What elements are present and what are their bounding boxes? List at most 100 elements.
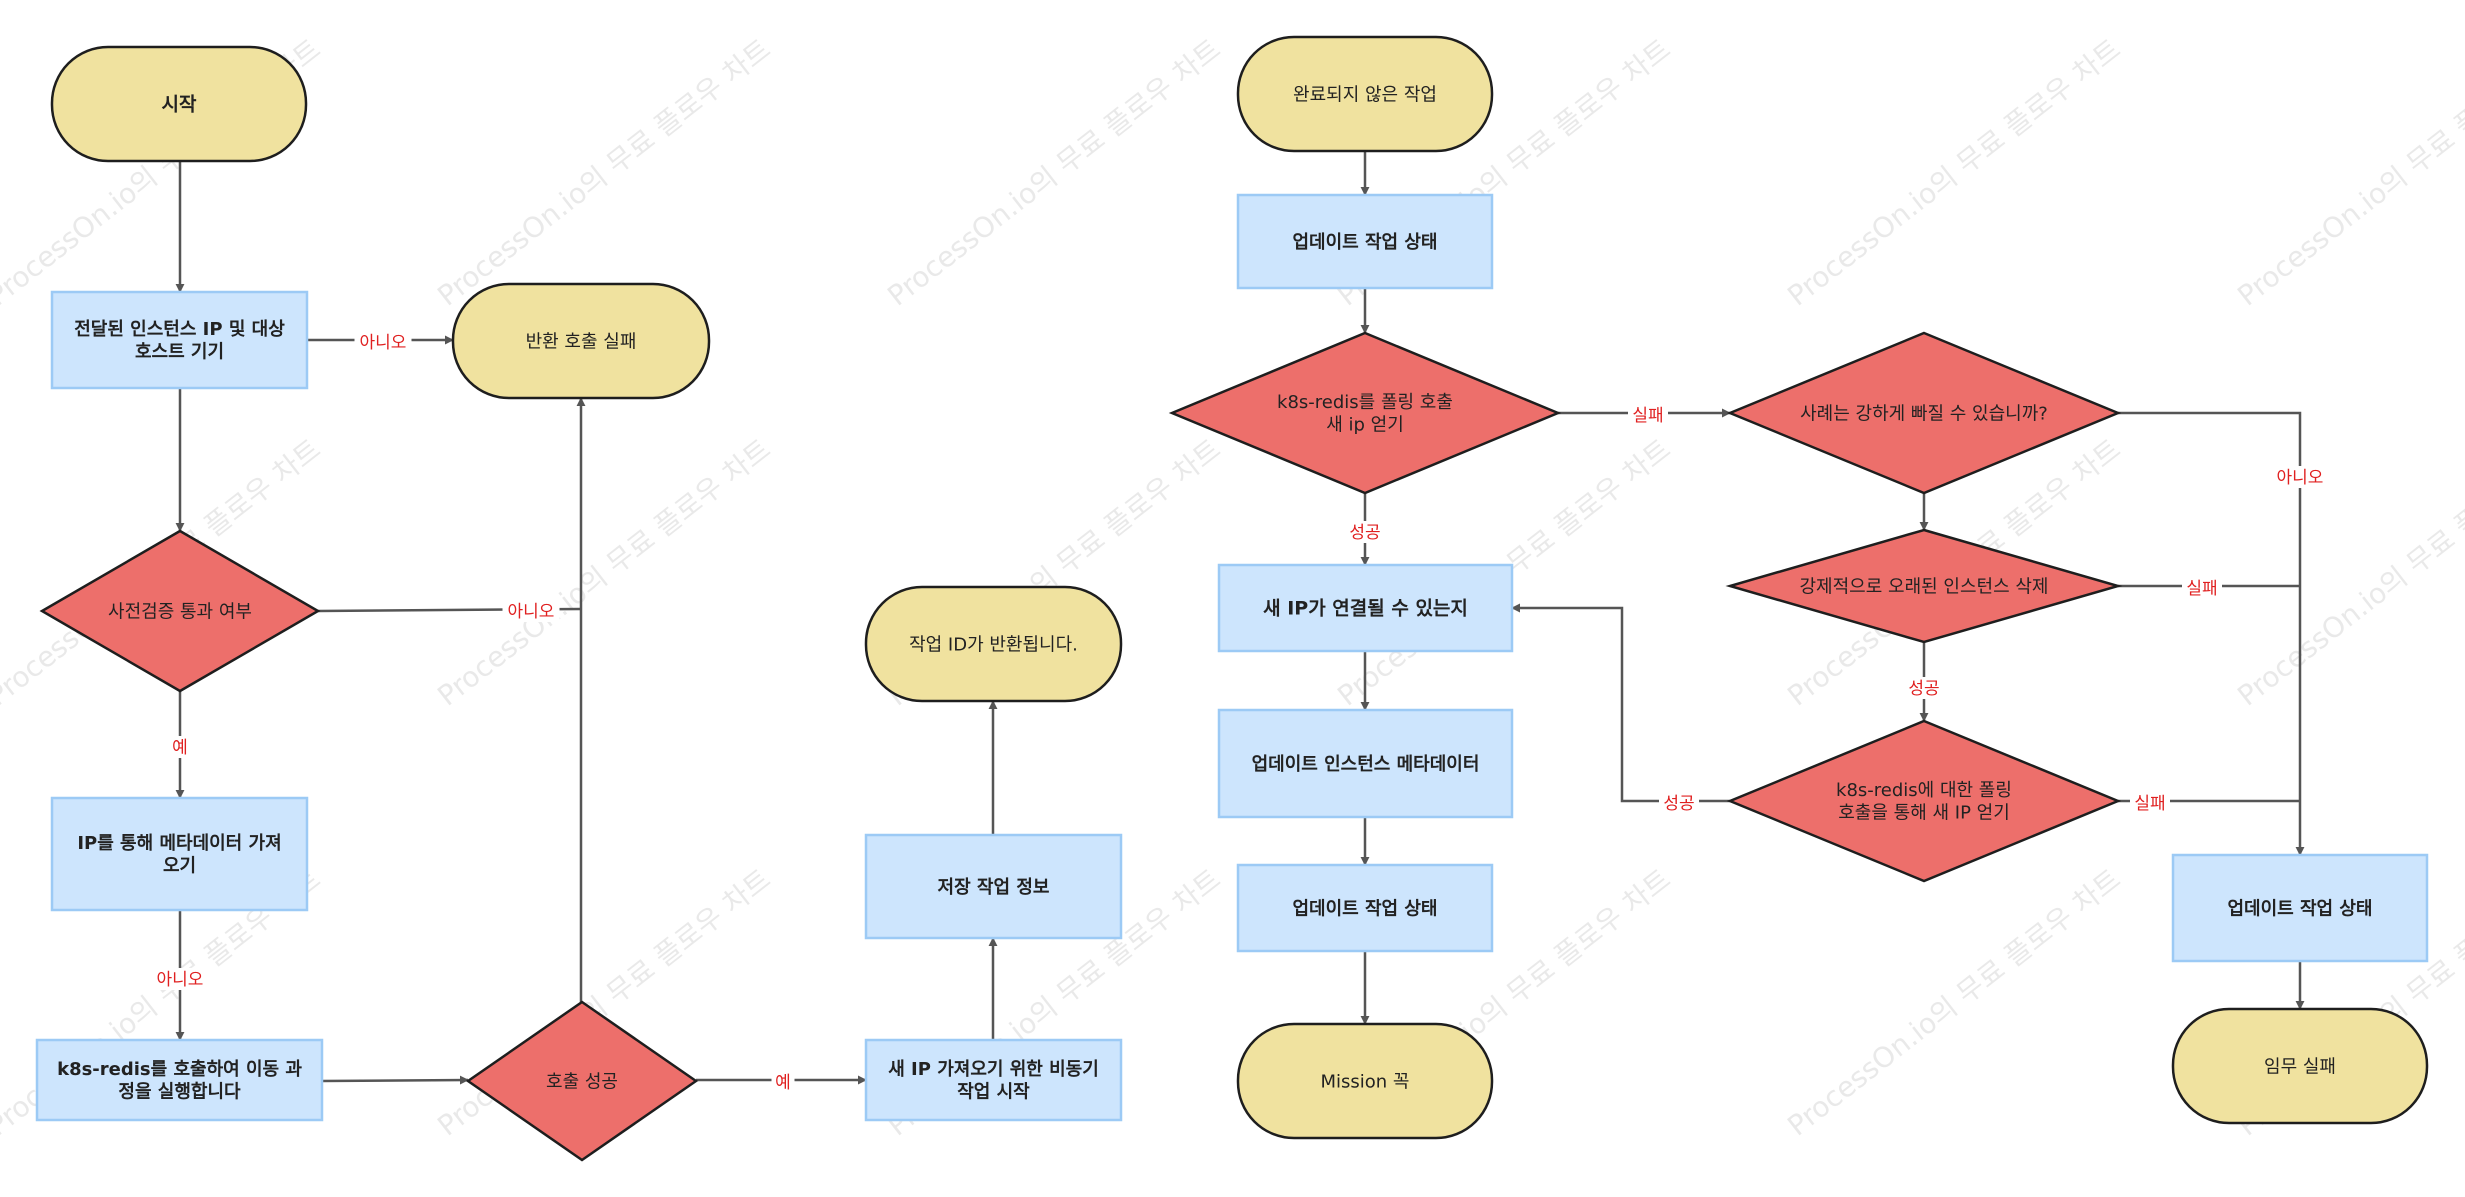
node-return-fail: 반환 호출 실패 <box>451 282 711 400</box>
node-label: 완료되지 않은 작업 <box>1293 84 1437 105</box>
edge-label-metadata-no: 아니오 <box>151 968 209 990</box>
process-shape <box>1236 193 1494 290</box>
edge-label-poll-again-success: 성공 <box>1659 792 1699 814</box>
node-label: IP를 통해 메타데이터 가져 <box>77 833 281 854</box>
watermark-text: ProcessOn.io의 무료 플로우 차트 <box>2231 432 2465 712</box>
node-call-success: 호출 성공 <box>465 1000 699 1162</box>
edge-label-text: 예 <box>775 1073 791 1093</box>
edge-label-bg <box>771 1071 795 1093</box>
edge-label-poll-success: 성공 <box>1345 521 1385 543</box>
edge-label-poll-fail: 실패 <box>1628 404 1668 426</box>
edge-label-bg <box>2271 466 2329 488</box>
node-label: 반환 호출 실패 <box>526 331 637 352</box>
watermark-text: ProcessOn.io의 무료 플로우 차트 <box>1781 32 2126 312</box>
node-precheck: 사전검증 통과 여부 <box>39 529 321 693</box>
node-label: 호출을 통해 새 IP 얻기 <box>1838 803 2010 824</box>
watermark-text: ProcessOn.io의 무료 플로우 차트 <box>431 432 776 712</box>
node-label: 새 IP 가져오기 위한 비동기 <box>888 1059 1099 1080</box>
node-label: Mission 꼭 <box>1321 1071 1410 1092</box>
node-save-task: 저장 작업 정보 <box>864 833 1123 940</box>
edge-label-bg <box>2182 577 2222 599</box>
edge-label-text: 실패 <box>2134 794 2165 814</box>
node-label: 정을 실행합니다 <box>118 1081 241 1103</box>
edge-label-text: 성공 <box>1349 523 1380 543</box>
watermark-text: ProcessOn.io의 무료 플로우 차트 <box>2231 32 2465 312</box>
decision-shape <box>465 1000 699 1162</box>
edge-label-force-delete-success: 성공 <box>1904 677 1944 699</box>
edge-label-force-delete-fail: 실패 <box>2182 577 2222 599</box>
connector-line <box>1511 603 1730 803</box>
node-label: 호출 성공 <box>546 1071 618 1092</box>
node-unfinished: 완료되지 않은 작업 <box>1236 35 1494 153</box>
node-force-exit: 사례는 강하게 빠질 수 있습니까? <box>1726 331 2122 495</box>
edge-label-bg <box>502 600 560 622</box>
node-update-status-1: 업데이트 작업 상태 <box>1236 193 1494 290</box>
decision-shape <box>39 529 321 693</box>
edge-label-bg <box>1659 792 1699 814</box>
node-label: 전달된 인스턴스 IP 및 대상 <box>74 319 285 340</box>
node-force-delete: 강제적으로 오래된 인스턴스 삭제 <box>1725 528 2123 644</box>
terminal-shape <box>50 45 308 163</box>
edge-label-text: 아니오 <box>2277 468 2324 488</box>
node-label: 강제적으로 오래된 인스턴스 삭제 <box>1799 576 2048 597</box>
edge-label-bg <box>151 968 209 990</box>
process-shape <box>864 833 1123 940</box>
watermark-text: ProcessOn.io의 무료 플로우 차트 <box>1781 862 2126 1142</box>
node-update-metadata: 업데이트 인스턴스 메타데이터 <box>1217 708 1514 819</box>
edge-label-text: 실패 <box>2186 579 2217 599</box>
node-task-id-returned: 작업 ID가 반환됩니다. <box>864 585 1123 703</box>
process-shape <box>1236 863 1494 953</box>
node-label: 새 IP가 연결될 수 있는지 <box>1263 598 1468 620</box>
process-shape <box>864 1038 1123 1122</box>
edge-label-host-no: 아니오 <box>354 331 412 353</box>
edge-label-bg <box>1345 521 1385 543</box>
process-shape <box>50 796 309 912</box>
node-can-connect: 새 IP가 연결될 수 있는지 <box>1217 563 1514 653</box>
decision-shape <box>1168 331 1562 495</box>
edge-label-text: 성공 <box>1908 679 1939 699</box>
process-shape <box>1217 708 1514 819</box>
node-label: k8s-redis를 폴링 호출 <box>1277 392 1453 413</box>
connector-line <box>321 1075 469 1085</box>
process-shape <box>50 290 309 390</box>
decision-shape <box>1726 331 2122 495</box>
node-start: 시작 <box>50 45 308 163</box>
process-shape <box>1217 563 1514 653</box>
edge-label-bg <box>1904 677 1944 699</box>
node-label: 저장 작업 정보 <box>938 877 1050 898</box>
node-get-metadata: IP를 통해 메타데이터 가져오기 <box>50 796 309 912</box>
process-shape <box>35 1038 324 1122</box>
edge-label-text: 예 <box>172 738 188 758</box>
edge-label-text: 아니오 <box>360 333 407 353</box>
edge-label-text: 성공 <box>1663 794 1694 814</box>
edge-label-call-yes: 예 <box>771 1071 795 1093</box>
node-poll-k8s: k8s-redis를 폴링 호출새 ip 얻기 <box>1168 331 1562 495</box>
edge-label-text: 아니오 <box>157 970 204 990</box>
node-label: 업데이트 인스턴스 메타데이터 <box>1252 754 1480 775</box>
decision-shape <box>1725 528 2123 644</box>
edge-label-bg <box>1628 404 1668 426</box>
node-label: 사전검증 통과 여부 <box>108 601 252 622</box>
node-label: 업데이트 작업 상태 <box>1292 232 1437 253</box>
decision-shape <box>1726 719 2122 883</box>
node-label: k8s-redis에 대한 폴링 <box>1836 780 2012 801</box>
edge-label-force-exit-no: 아니오 <box>2271 466 2329 488</box>
process-shape <box>2171 853 2429 963</box>
terminal-shape <box>1236 1022 1494 1140</box>
edge-label-text: 실패 <box>1632 406 1663 426</box>
node-label: 업데이트 작업 상태 <box>1292 898 1437 919</box>
watermark-text: ProcessOn.io의 무료 플로우 차트 <box>431 32 776 312</box>
connector-line <box>2118 411 2305 856</box>
node-label: 오기 <box>163 856 196 877</box>
edge-label-text: 아니오 <box>508 602 555 622</box>
terminal-shape <box>1236 35 1494 153</box>
terminal-shape <box>864 585 1123 703</box>
edge-label-bg <box>354 331 412 353</box>
node-label: 작업 ID가 반환됩니다. <box>909 634 1078 655</box>
node-label: 시작 <box>162 94 197 116</box>
